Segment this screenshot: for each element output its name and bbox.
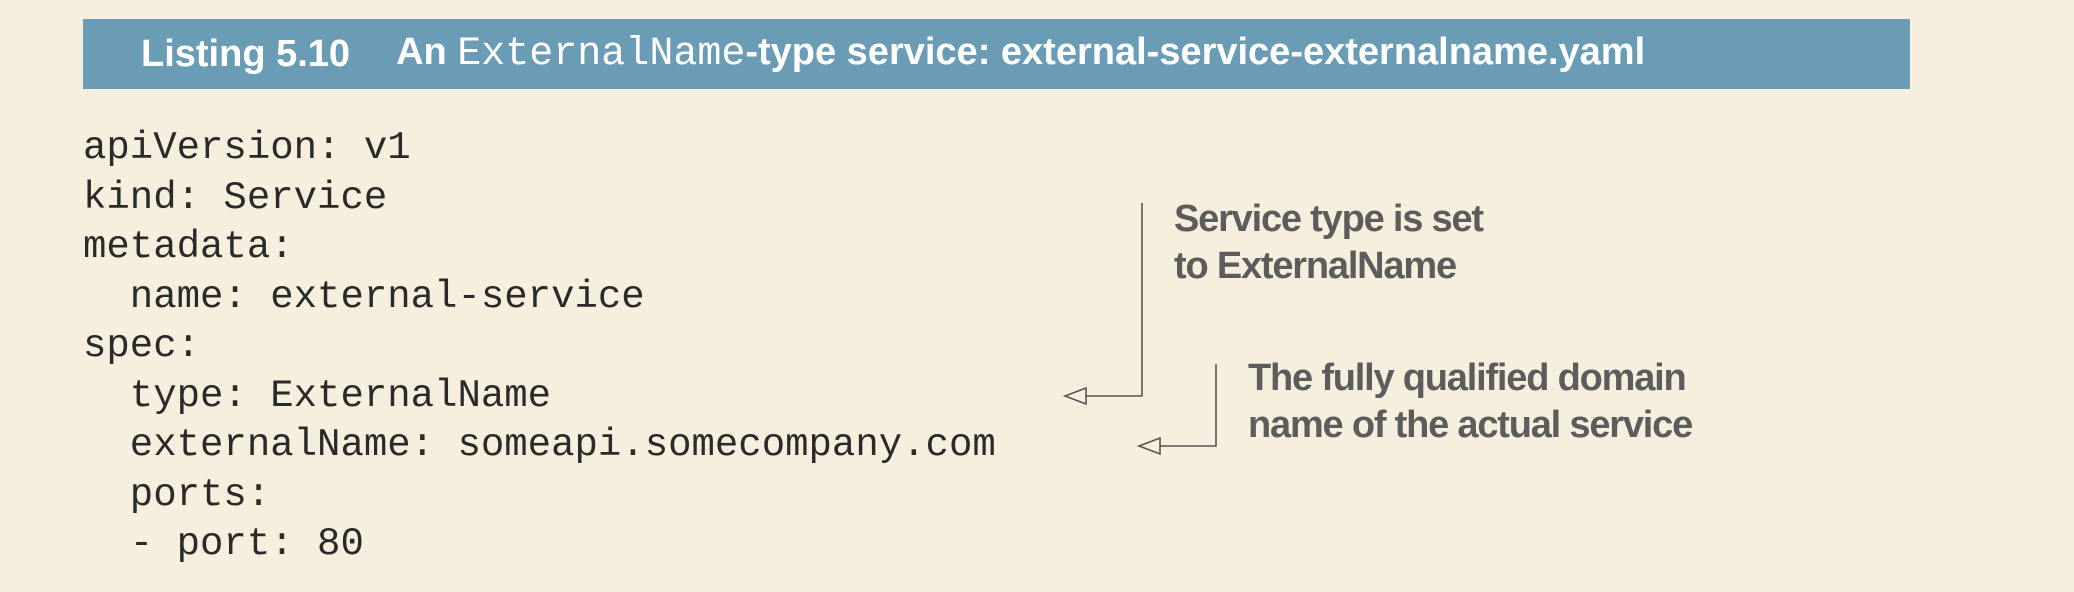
annotation-line: The fully qualified domain xyxy=(1248,357,1687,399)
code-line: - port: 80 xyxy=(83,522,364,566)
code-line: metadata: xyxy=(83,225,294,269)
code-line: type: ExternalName xyxy=(83,373,552,418)
callout-arrow-externalname xyxy=(1136,364,1217,456)
listing-title-code: ExternalName xyxy=(457,32,746,77)
code-line: externalName: someapi.somecompany.com xyxy=(83,423,996,467)
code-line: ports: xyxy=(83,472,271,517)
code-line: name: external-service xyxy=(83,274,645,319)
code-line: kind: Service xyxy=(83,175,388,220)
callout-arrow-type xyxy=(1062,203,1143,406)
listing-number: Listing 5.10 xyxy=(141,32,351,75)
listing-header: Listing 5.10 An ExternalName-type servic… xyxy=(83,19,1910,89)
annotation-external-name: The fully qualified domain name of the a… xyxy=(1248,355,1693,449)
annotation-line: name of the actual service xyxy=(1248,404,1693,446)
listing-title-suffix: -type service: external-service-external… xyxy=(745,31,1646,73)
code-block: apiVersion: v1 kind: Service metadata: nam… xyxy=(83,124,996,570)
listing-title-prefix: An xyxy=(396,31,458,73)
code-line: spec: xyxy=(83,324,201,368)
annotation-service-type: Service type is set to ExternalName xyxy=(1174,196,1484,290)
listing-title: An ExternalName-type service: external-s… xyxy=(396,31,1645,77)
annotation-line: to ExternalName xyxy=(1174,245,1457,287)
code-line: apiVersion: v1 xyxy=(83,126,411,170)
annotation-line: Service type is set xyxy=(1174,198,1484,240)
